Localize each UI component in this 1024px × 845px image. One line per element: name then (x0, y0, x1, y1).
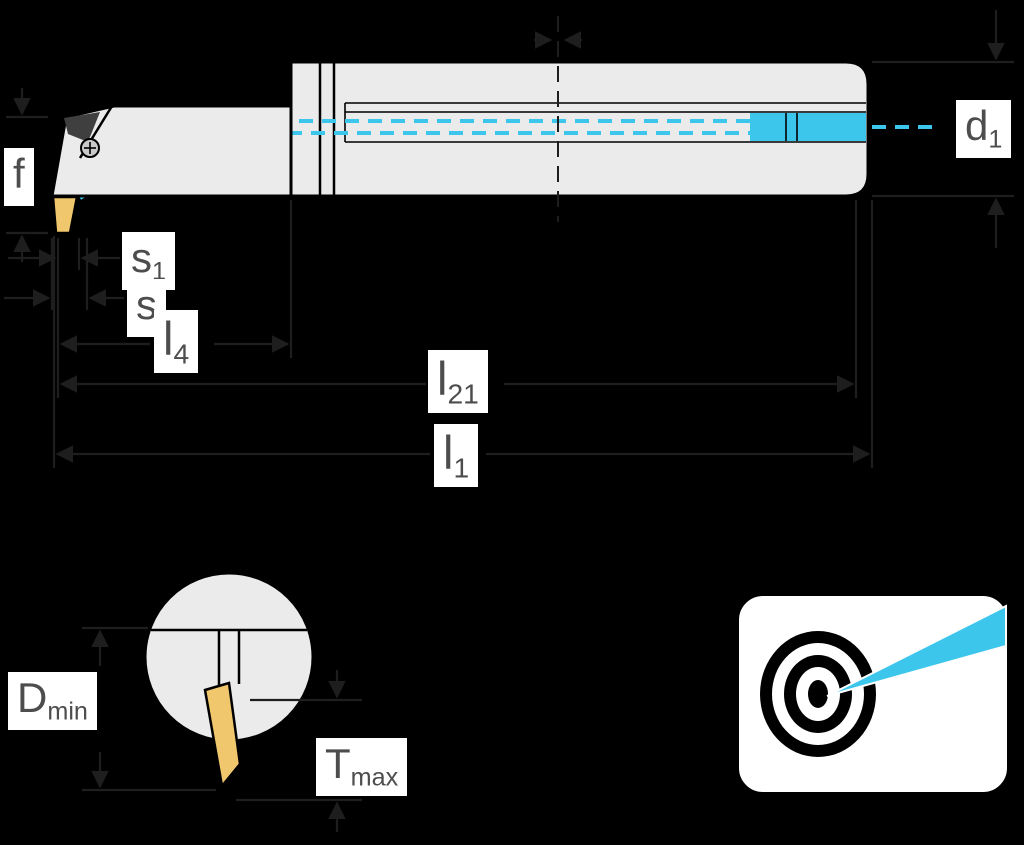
coolant-inlet-fill (750, 113, 866, 141)
label-l4: l4 (154, 310, 199, 373)
label-dmin-sub: min (47, 697, 88, 726)
label-l4-sub: 4 (173, 337, 190, 370)
precision-coolant-badge (735, 592, 1011, 796)
label-l1-sub: 1 (453, 451, 470, 484)
coolant-beam-icon (826, 604, 1007, 697)
label-tmax-base: T (325, 740, 351, 787)
label-l21-sub: 21 (447, 377, 479, 410)
label-s1-base: s (131, 234, 152, 281)
label-f-base: f (13, 150, 25, 197)
bullseye-target-icon (760, 631, 876, 757)
label-f: f (4, 148, 34, 206)
label-tmax: Tmax (316, 738, 408, 796)
label-d1-sub: 1 (988, 125, 1003, 154)
insert-side-view (51, 195, 79, 235)
label-s1-sub: 1 (152, 257, 167, 286)
shank-body (289, 60, 870, 198)
label-dmin-base: D (17, 674, 48, 721)
label-l21: l21 (428, 350, 488, 413)
insert-front-view (203, 681, 242, 789)
label-d1: d1 (956, 100, 1012, 158)
side-view-dimensions (4, 10, 1014, 468)
label-s-base: s (136, 281, 157, 328)
tool-front-view (82, 571, 362, 832)
label-l1-base: l (443, 426, 454, 479)
label-dmin: Dmin (8, 672, 97, 730)
label-l21-base: l (437, 352, 448, 405)
label-d1-base: d (965, 102, 989, 149)
cutting-head (50, 104, 293, 198)
tool-side-view (50, 16, 936, 235)
label-tmax-sub: max (350, 763, 399, 792)
insert-seat-shadow (64, 112, 100, 142)
label-l4-base: l (163, 312, 174, 365)
label-l1: l1 (434, 424, 479, 487)
